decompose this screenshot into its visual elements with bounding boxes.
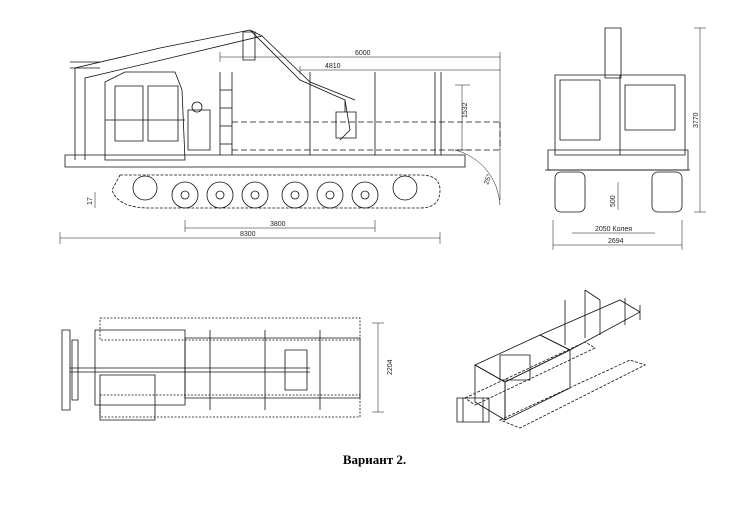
front-tracks [555, 172, 682, 212]
iso-tracks [465, 342, 645, 428]
dim-platform-length: 6000 [355, 50, 371, 57]
dim-top-width: 2204 [387, 359, 394, 375]
dim-crane-reach: 4810 [325, 63, 341, 70]
crane-boom [70, 30, 356, 160]
cab [105, 72, 210, 160]
dim-track-length: 3800 [270, 221, 286, 228]
top-dimension-labels: 2204 [387, 359, 394, 375]
dim-track-gauge: 2050 Колея [595, 226, 632, 233]
drawing-caption: Вариант 2. [342, 452, 407, 467]
front-dimension-labels: 3770 500 2050 Колея 2694 [595, 112, 700, 245]
side-view [60, 30, 500, 244]
log-stakes [65, 72, 500, 167]
top-front-blade [62, 330, 78, 410]
front-dimension-lines [553, 28, 706, 250]
track-assembly [112, 175, 440, 208]
iso-front-blade [457, 398, 489, 422]
side-dimension-labels: 8300 3800 6000 4810 1532 17 25° [87, 50, 494, 238]
isometric-view [457, 290, 645, 428]
dim-clearance: 17 [87, 197, 94, 205]
dim-approach-angle: 25° [482, 173, 493, 186]
side-dimension-lines [60, 52, 500, 244]
top-chassis [70, 330, 360, 420]
front-body [545, 28, 690, 170]
top-dimension-lines [372, 323, 384, 412]
front-view [545, 28, 706, 250]
dim-overall-length: 8300 [240, 231, 256, 238]
iso-stakes [565, 290, 640, 345]
dim-front-height: 3770 [693, 112, 700, 128]
top-tracks [100, 318, 360, 417]
dim-stake-height: 1532 [462, 102, 469, 118]
iso-body [475, 300, 640, 420]
dim-ground-clearance: 500 [610, 195, 617, 207]
dim-front-width: 2694 [608, 238, 624, 245]
top-view [62, 318, 384, 420]
